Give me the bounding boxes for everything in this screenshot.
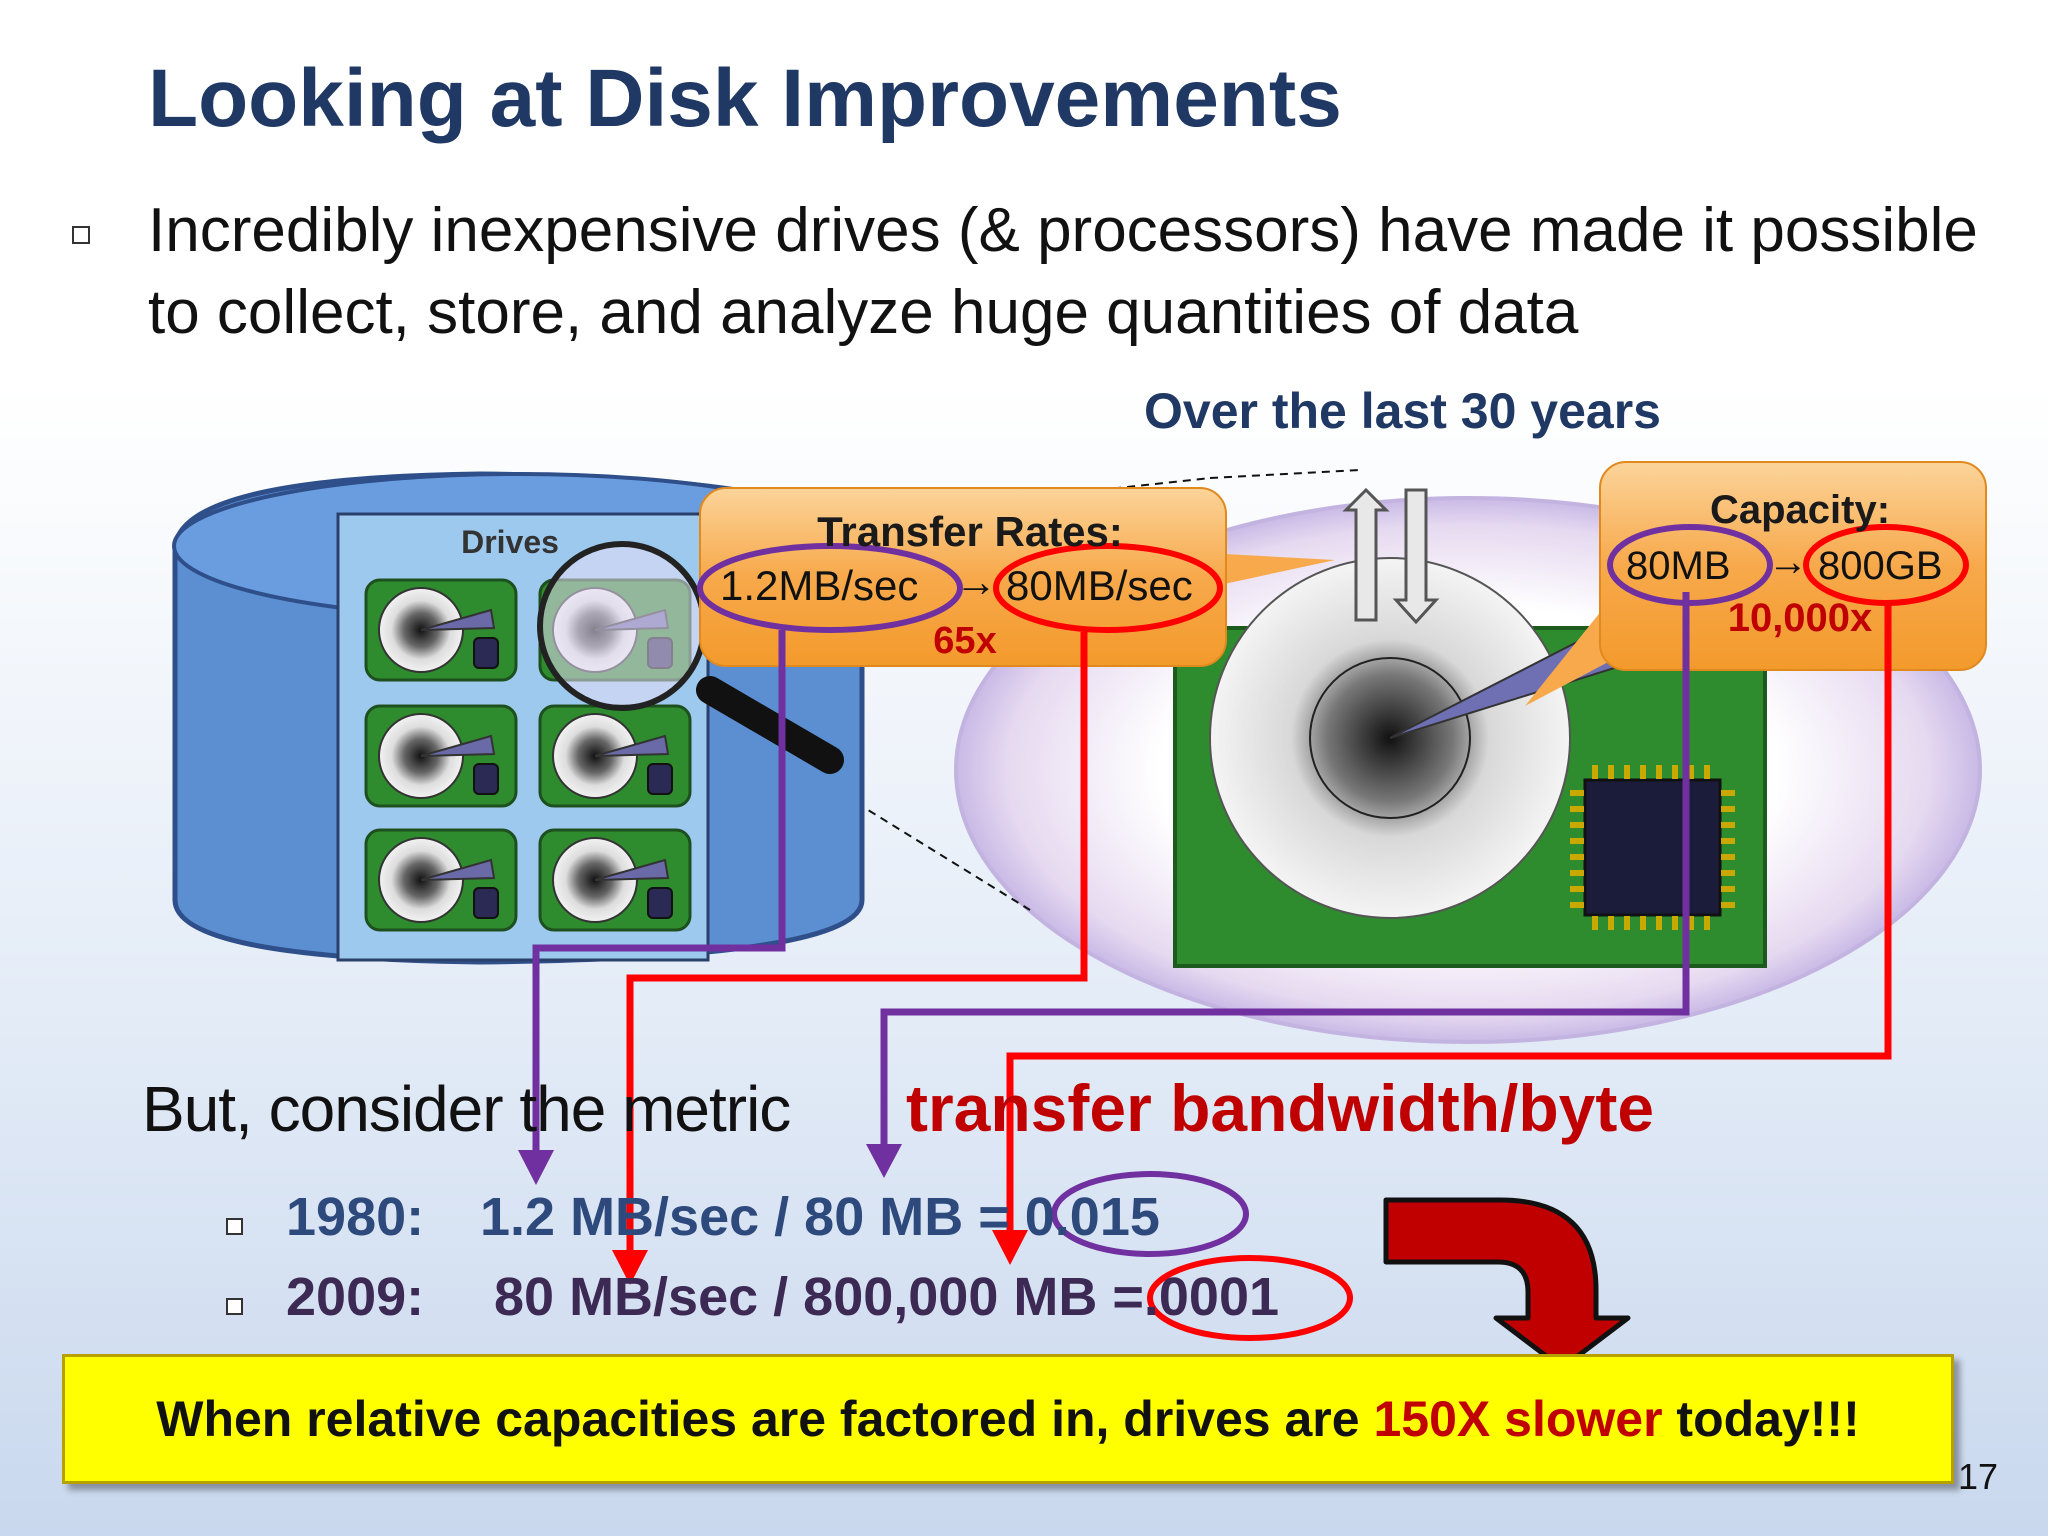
transfer-rate-1980: 1.2MB/sec	[720, 562, 919, 609]
drive-icon	[364, 828, 518, 932]
page-number: 17	[1958, 1456, 1999, 1497]
metric-lead-text: But, consider the metric	[142, 1073, 791, 1145]
arrow-right-icon: →	[955, 558, 997, 605]
conclusion-highlight: 150X slower	[1373, 1391, 1663, 1447]
checkbox-bullet-icon	[226, 1298, 243, 1315]
slide-title: Looking at Disk Improvements	[148, 53, 1342, 144]
transfer-factor: 65x	[933, 620, 997, 662]
arrow-right-icon: →	[1768, 540, 1808, 584]
capacity-factor: 10,000x	[1727, 596, 1873, 640]
drive-icon	[364, 704, 518, 808]
magnifier-icon	[537, 541, 844, 774]
drive-icon	[538, 704, 692, 808]
row-1980-year: 1980:	[286, 1187, 425, 1247]
chip-icon	[1570, 765, 1735, 930]
conclusion-end: today!!!	[1662, 1391, 1860, 1447]
transfer-new-circle	[993, 543, 1223, 633]
transfer-rate-2009: 80MB/sec	[1006, 562, 1193, 609]
period-label: Over the last 30 years	[1144, 383, 1661, 439]
up-down-arrow-icon	[1342, 487, 1440, 625]
capacity-title: Capacity:	[1709, 488, 1891, 532]
result-1980-circle	[1051, 1171, 1249, 1257]
result-2009-circle	[1147, 1255, 1353, 1341]
row-2009-calculation: 80 MB/sec / 800,000 MB =.0001	[494, 1267, 1280, 1327]
transfer-old-circle	[697, 543, 963, 633]
capacity-old-circle	[1607, 524, 1773, 606]
row-1980-calculation: 1.2 MB/sec / 80 MB = 0.015	[480, 1187, 1160, 1247]
metric-name: transfer bandwidth/byte	[906, 1071, 1655, 1145]
transfer-rates-title: Transfer Rates:	[817, 508, 1123, 555]
bullet-text: Incredibly inexpensive drives (& process…	[148, 196, 1978, 347]
drive-icon	[364, 578, 518, 682]
conclusion-text: When relative capacities are factored in…	[156, 1391, 1374, 1447]
capacity-1980: 80MB	[1626, 544, 1731, 588]
capacity-2009: 800GB	[1818, 544, 1943, 588]
curved-arrow-icon	[1383, 1197, 1631, 1371]
row-2009-year: 2009:	[286, 1267, 425, 1327]
conclusion-banner: When relative capacities are factored in…	[62, 1354, 1954, 1484]
drives-label: Drives	[461, 524, 559, 560]
checkbox-bullet-icon	[226, 1218, 243, 1235]
checkbox-bullet-icon	[72, 226, 90, 244]
drive-icon	[538, 828, 692, 932]
